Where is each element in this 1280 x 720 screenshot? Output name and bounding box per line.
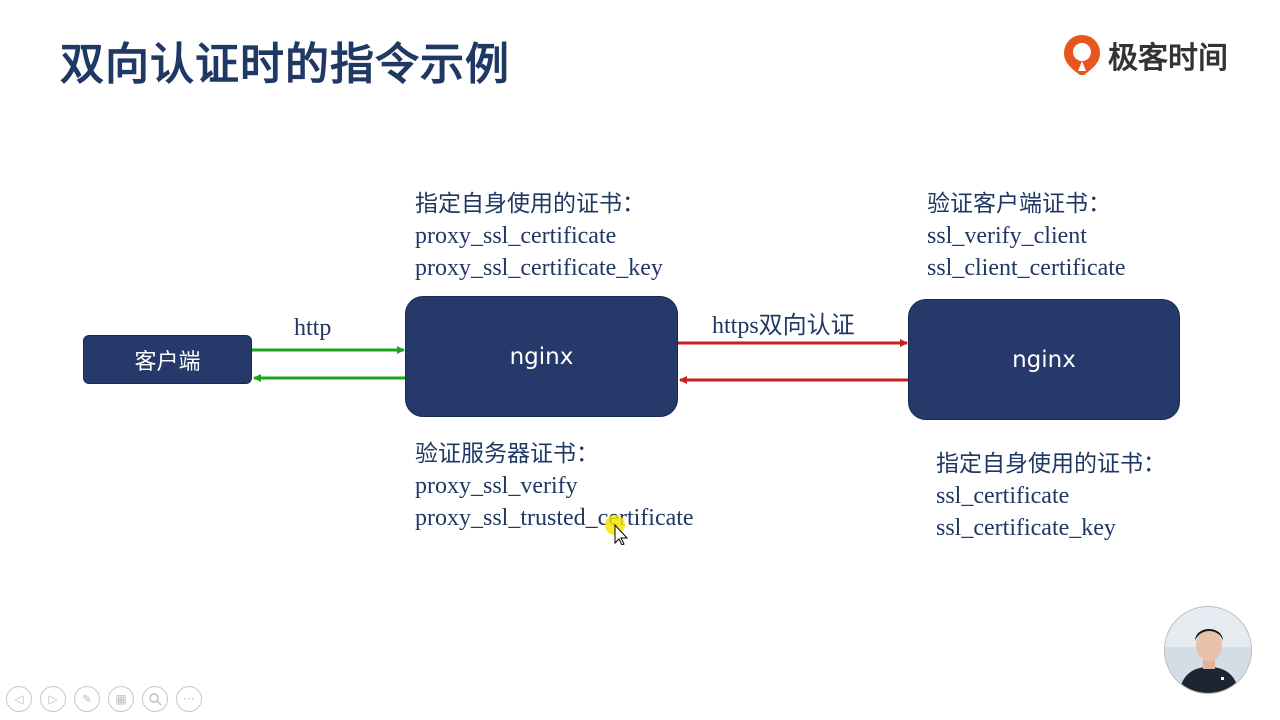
note-heading: 验证客户端证书： xyxy=(927,191,1111,217)
directive-text: proxy_ssl_trusted_certificate xyxy=(415,505,694,531)
zoom-button[interactable] xyxy=(142,686,168,712)
slide-title: 双向认证时的指令示例 xyxy=(60,39,510,90)
client-box: 客户端 xyxy=(83,335,252,384)
presenter-avatar xyxy=(1165,607,1251,693)
directive-text: proxy_ssl_certificate xyxy=(415,223,617,249)
ellipsis-icon: ··· xyxy=(183,692,195,706)
directive-text: proxy_ssl_verify xyxy=(415,473,578,499)
brand-logo: 极客时间 xyxy=(1062,32,1228,78)
more-options-button[interactable]: ··· xyxy=(176,686,202,712)
note-heading: 验证服务器证书： xyxy=(415,441,599,467)
note-server-own-cert: 指定自身使用的证书： ssl_certificate ssl_certifica… xyxy=(936,448,1166,544)
note-proxy-own-cert: 指定自身使用的证书： proxy_ssl_certificate proxy_s… xyxy=(415,188,663,284)
directive-text: proxy_ssl_certificate_key xyxy=(415,255,663,281)
prev-slide-button[interactable]: ◁ xyxy=(6,686,32,712)
geektime-logo-icon xyxy=(1064,35,1100,75)
http-label: http xyxy=(294,315,332,341)
brand-name: 极客时间 xyxy=(1108,41,1228,76)
directive-text: ssl_certificate_key xyxy=(936,515,1116,541)
pen-tool-button[interactable]: ✎ xyxy=(74,686,100,712)
https-label: https双向认证 xyxy=(712,313,855,339)
note-heading: 指定自身使用的证书： xyxy=(936,451,1166,477)
note-proxy-verify-server: 验证服务器证书： proxy_ssl_verify proxy_ssl_trus… xyxy=(415,438,694,534)
pen-icon: ✎ xyxy=(81,692,93,706)
mouse-pointer-icon xyxy=(603,513,631,549)
nginx-upstream-box: nginx xyxy=(908,299,1180,420)
note-server-verify-client: 验证客户端证书： ssl_verify_client ssl_client_ce… xyxy=(927,188,1126,284)
slideshow-controls: ◁ ▷ ✎ ▦ ··· xyxy=(6,686,202,712)
presenter-webcam xyxy=(1164,606,1252,694)
directive-text: ssl_verify_client xyxy=(927,223,1087,249)
grid-icon: ▦ xyxy=(115,692,127,706)
directive-text: ssl_certificate xyxy=(936,483,1070,509)
directive-text: ssl_client_certificate xyxy=(927,255,1126,281)
nginx-proxy-box: nginx xyxy=(405,296,678,417)
note-heading: 指定自身使用的证书： xyxy=(415,191,645,217)
magnifier-icon xyxy=(149,693,162,706)
slide-overview-button[interactable]: ▦ xyxy=(108,686,134,712)
next-slide-button[interactable]: ▷ xyxy=(40,686,66,712)
arrow-right-icon: ▷ xyxy=(48,692,58,706)
arrow-left-icon: ◁ xyxy=(14,692,24,706)
